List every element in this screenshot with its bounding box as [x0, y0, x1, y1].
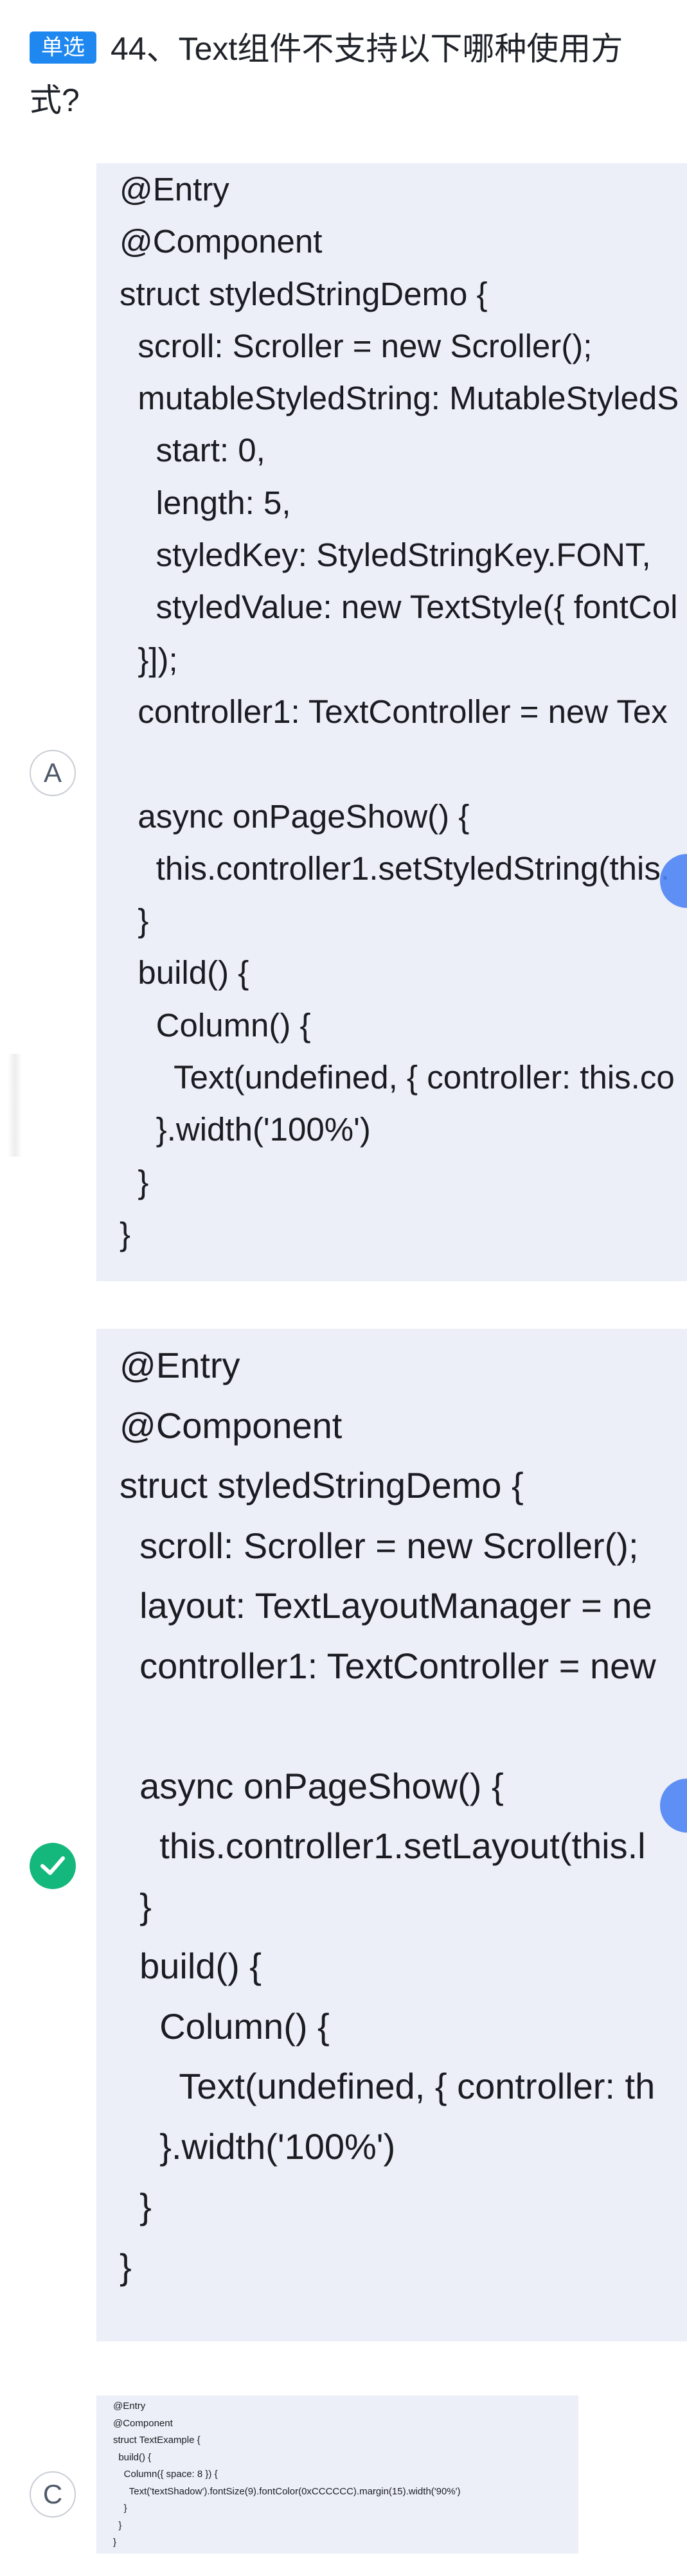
option-a-code: @Entry @Component struct styledStringDem…	[120, 171, 679, 1252]
option-c-code: @Entry @Component struct TextExample { b…	[113, 2401, 461, 2548]
option-a[interactable]: A @Entry @Component struct styledStringD…	[0, 163, 687, 1281]
question-text: 44、Text组件不支持以下哪种使用方式?	[30, 31, 623, 118]
scroll-edge-shadow	[8, 1054, 22, 1157]
option-a-code-image: @Entry @Component struct styledStringDem…	[96, 163, 687, 1281]
option-b[interactable]: @Entry @Component struct styledStringDem…	[0, 1329, 687, 2341]
option-a-marker[interactable]: A	[30, 750, 76, 796]
option-c[interactable]: C @Entry @Component struct TextExample {…	[0, 2395, 687, 2554]
check-icon	[40, 1856, 65, 1875]
option-b-marker[interactable]	[30, 1843, 76, 1889]
option-b-code-image: @Entry @Component struct styledStringDem…	[96, 1329, 687, 2341]
option-c-marker[interactable]: C	[30, 2471, 76, 2518]
option-b-code: @Entry @Component struct styledStringDem…	[120, 1345, 656, 2287]
option-c-code-image: @Entry @Component struct TextExample { b…	[96, 2395, 578, 2554]
floating-action-button	[660, 1779, 687, 1833]
question-type-badge: 单选	[30, 31, 96, 64]
